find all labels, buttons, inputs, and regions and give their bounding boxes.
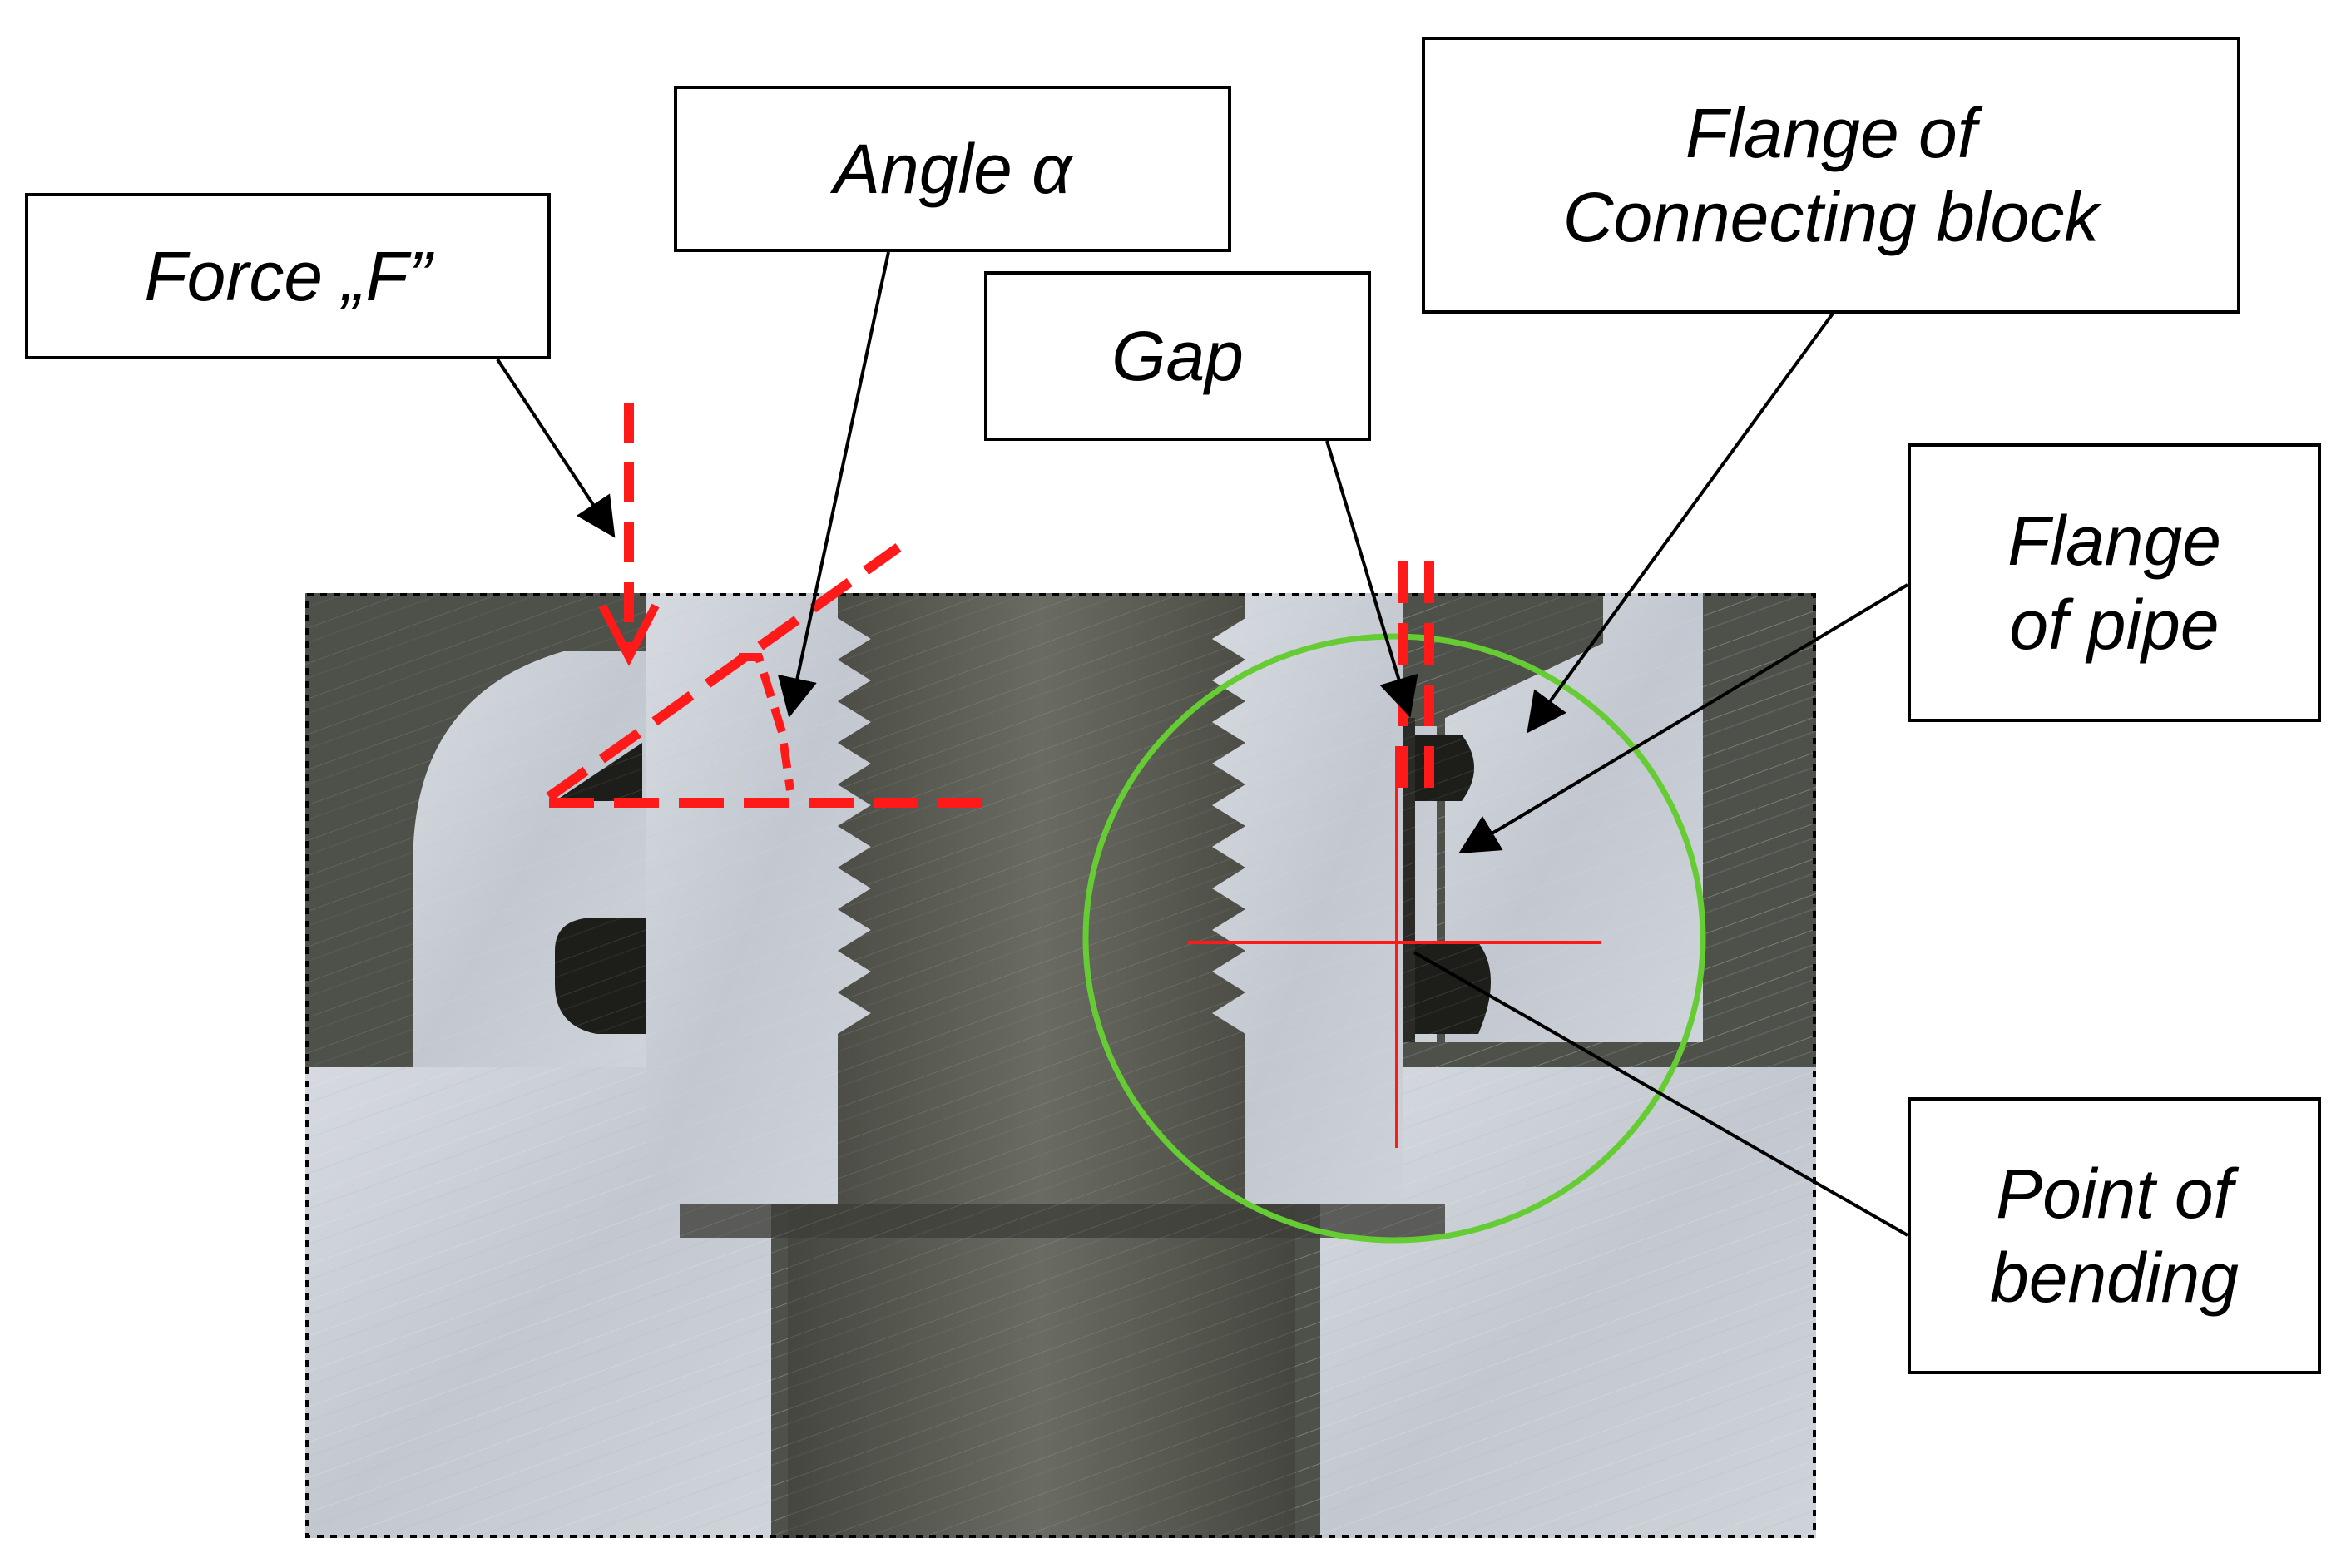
force-label: Force „F” bbox=[25, 193, 551, 359]
flange-of-pipe-label: Flange of pipe bbox=[1908, 443, 2321, 722]
force-leader-arrow bbox=[496, 358, 616, 538]
angle-label: Angle α bbox=[674, 86, 1231, 252]
gap-label: Gap bbox=[984, 271, 1371, 441]
flange-connecting-block-label: Flange of Connecting block bbox=[1422, 37, 2240, 314]
cross-section-photo bbox=[305, 593, 1816, 1538]
point-of-bending-label: Point of bending bbox=[1908, 1097, 2321, 1374]
